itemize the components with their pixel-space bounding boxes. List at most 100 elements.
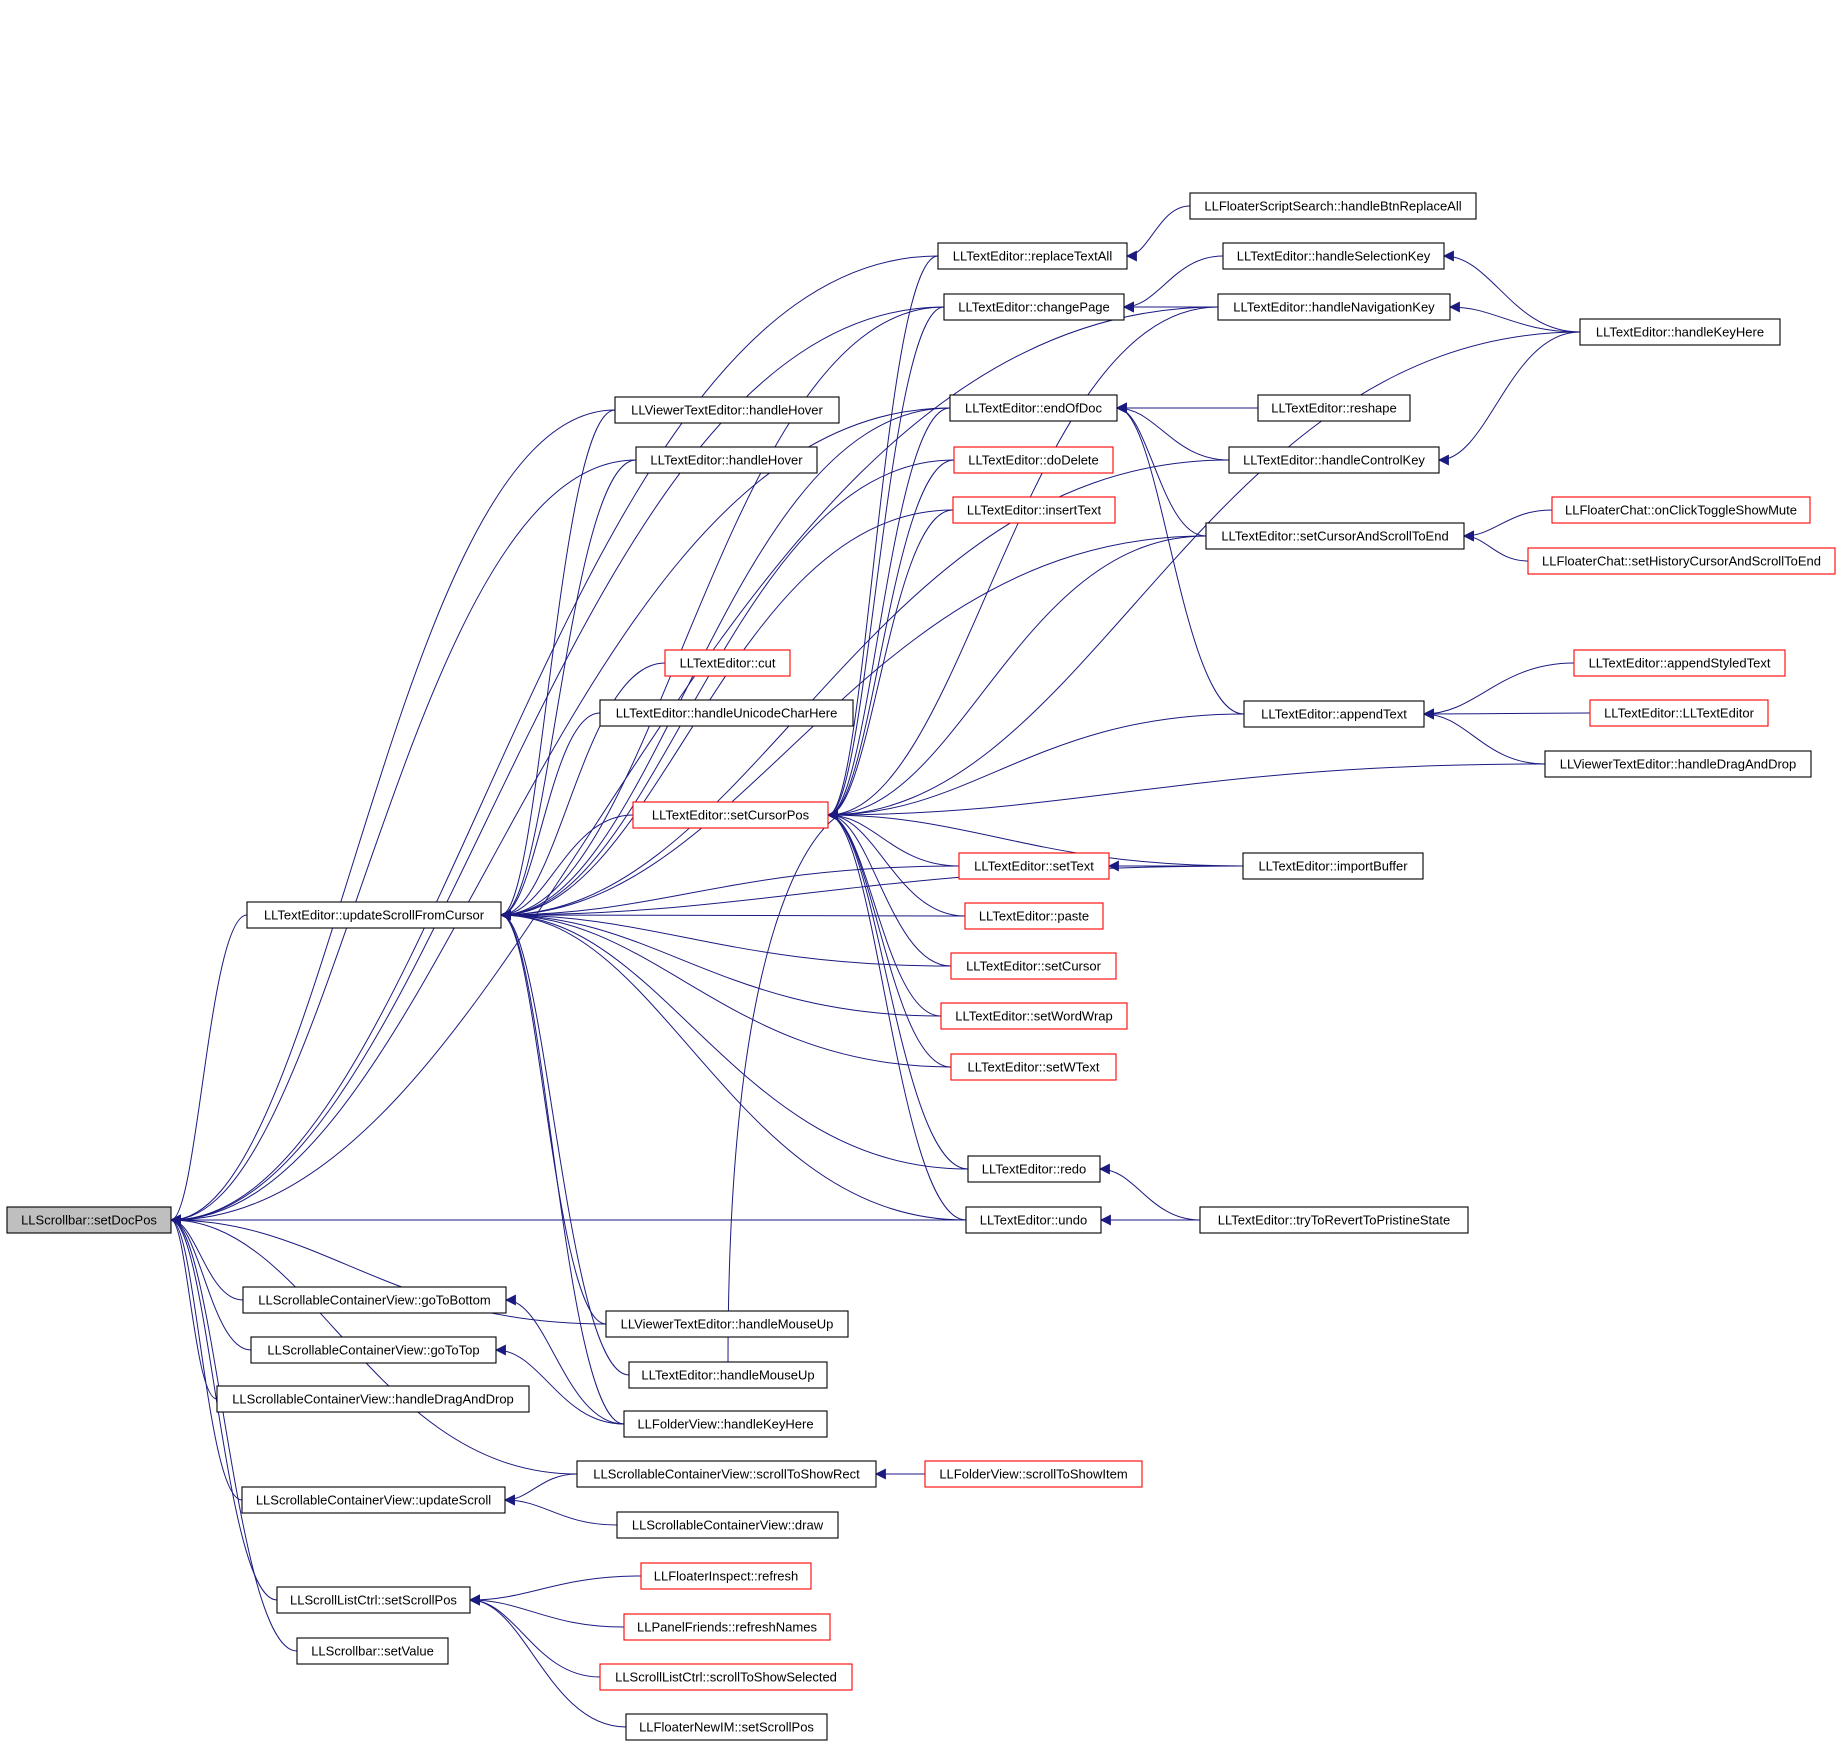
node-scrollToShowItem[interactable]: LLFolderView::scrollToShowItem bbox=[924, 1460, 1143, 1488]
node-box-insertText[interactable] bbox=[952, 496, 1116, 524]
node-fvHandleKeyHere[interactable]: LLFolderView::handleKeyHere bbox=[623, 1410, 828, 1438]
node-box-paste[interactable] bbox=[964, 902, 1104, 930]
node-box-fnimSetScrollPos[interactable] bbox=[625, 1713, 828, 1741]
node-vteHandleMouseUp[interactable]: LLViewerTextEditor::handleMouseUp bbox=[605, 1310, 849, 1338]
node-box-setValue[interactable] bbox=[296, 1637, 449, 1665]
node-scrollToShowSelected[interactable]: LLScrollListCtrl::scrollToShowSelected bbox=[599, 1663, 853, 1691]
node-box-ctor[interactable] bbox=[1589, 699, 1769, 727]
node-goToBottom[interactable]: LLScrollableContainerView::goToBottom bbox=[242, 1286, 507, 1314]
node-setScrollPos[interactable]: LLScrollListCtrl::setScrollPos bbox=[276, 1586, 471, 1614]
node-box-setText[interactable] bbox=[958, 852, 1110, 880]
node-box-goToBottom[interactable] bbox=[242, 1286, 507, 1314]
node-importBuffer[interactable]: LLTextEditor::importBuffer bbox=[1242, 852, 1424, 880]
node-setValue[interactable]: LLScrollbar::setValue bbox=[296, 1637, 449, 1665]
node-updateScrollFromCursor[interactable]: LLTextEditor::updateScrollFromCursor bbox=[246, 901, 502, 929]
node-box-reshape[interactable] bbox=[1257, 394, 1411, 422]
node-box-handleNavigationKey[interactable] bbox=[1217, 293, 1451, 321]
node-appendText[interactable]: LLTextEditor::appendText bbox=[1243, 700, 1425, 728]
node-scvHandleDragAndDrop[interactable]: LLScrollableContainerView::handleDragAnd… bbox=[216, 1385, 530, 1413]
node-box-vteHandleHover[interactable] bbox=[614, 396, 840, 424]
node-box-teHandleHover[interactable] bbox=[635, 446, 818, 474]
node-box-setCursor[interactable] bbox=[950, 952, 1117, 980]
node-box-scrollToShowRect[interactable] bbox=[576, 1460, 877, 1488]
node-box-changePage[interactable] bbox=[943, 293, 1125, 321]
node-cut[interactable]: LLTextEditor::cut bbox=[664, 649, 791, 677]
node-refreshNames[interactable]: LLPanelFriends::refreshNames bbox=[623, 1613, 831, 1641]
node-box-goToTop[interactable] bbox=[250, 1336, 497, 1364]
node-box-fiRefresh[interactable] bbox=[640, 1562, 812, 1590]
node-vteHandleDragAndDrop[interactable]: LLViewerTextEditor::handleDragAndDrop bbox=[1544, 750, 1812, 778]
node-teHandleMouseUp[interactable]: LLTextEditor::handleMouseUp bbox=[628, 1361, 828, 1389]
node-box-updateScrollFromCursor[interactable] bbox=[246, 901, 502, 929]
node-handleKeyHere[interactable]: LLTextEditor::handleKeyHere bbox=[1579, 318, 1781, 346]
node-box-appendStyledText[interactable] bbox=[1573, 649, 1786, 677]
node-box-setCursorAndScrollToEnd[interactable] bbox=[1205, 522, 1465, 550]
node-doDelete[interactable]: LLTextEditor::doDelete bbox=[953, 446, 1114, 474]
node-redo[interactable]: LLTextEditor::redo bbox=[967, 1155, 1101, 1183]
node-setWordWrap[interactable]: LLTextEditor::setWordWrap bbox=[940, 1002, 1128, 1030]
node-box-updateScroll[interactable] bbox=[241, 1486, 506, 1514]
node-setHistoryCursorAndScrollToEnd[interactable]: LLFloaterChat::setHistoryCursorAndScroll… bbox=[1527, 547, 1836, 575]
node-changePage[interactable]: LLTextEditor::changePage bbox=[943, 293, 1125, 321]
node-box-handleBtnReplaceAll[interactable] bbox=[1189, 192, 1477, 220]
node-box-cut[interactable] bbox=[664, 649, 791, 677]
node-box-handleUnicodeCharHere[interactable] bbox=[599, 699, 854, 727]
node-setCursorPos[interactable]: LLTextEditor::setCursorPos bbox=[632, 801, 829, 829]
node-setCursor[interactable]: LLTextEditor::setCursor bbox=[950, 952, 1117, 980]
node-box-refreshNames[interactable] bbox=[623, 1613, 831, 1641]
node-setWText[interactable]: LLTextEditor::setWText bbox=[950, 1053, 1117, 1081]
node-box-onClickToggleShowMute[interactable] bbox=[1551, 496, 1811, 524]
node-box-tryToRevertToPristineState[interactable] bbox=[1199, 1206, 1469, 1234]
node-onClickToggleShowMute[interactable]: LLFloaterChat::onClickToggleShowMute bbox=[1551, 496, 1811, 524]
node-ctor[interactable]: LLTextEditor::LLTextEditor bbox=[1589, 699, 1769, 727]
node-box-scvDraw[interactable] bbox=[616, 1511, 839, 1539]
node-box-endOfDoc[interactable] bbox=[949, 394, 1118, 422]
node-teHandleHover[interactable]: LLTextEditor::handleHover bbox=[635, 446, 818, 474]
node-box-handleSelectionKey[interactable] bbox=[1222, 242, 1445, 270]
node-scrollToShowRect[interactable]: LLScrollableContainerView::scrollToShowR… bbox=[576, 1460, 877, 1488]
node-box-importBuffer[interactable] bbox=[1242, 852, 1424, 880]
node-scvDraw[interactable]: LLScrollableContainerView::draw bbox=[616, 1511, 839, 1539]
node-box-setDocPos[interactable] bbox=[6, 1206, 172, 1234]
node-box-scrollToShowSelected[interactable] bbox=[599, 1663, 853, 1691]
node-box-undo[interactable] bbox=[965, 1206, 1102, 1234]
node-paste[interactable]: LLTextEditor::paste bbox=[964, 902, 1104, 930]
node-box-setWText[interactable] bbox=[950, 1053, 1117, 1081]
node-box-scvHandleDragAndDrop[interactable] bbox=[216, 1385, 530, 1413]
node-box-fvHandleKeyHere[interactable] bbox=[623, 1410, 828, 1438]
node-box-setWordWrap[interactable] bbox=[940, 1002, 1128, 1030]
node-box-setCursorPos[interactable] bbox=[632, 801, 829, 829]
node-endOfDoc[interactable]: LLTextEditor::endOfDoc bbox=[949, 394, 1118, 422]
node-box-scrollToShowItem[interactable] bbox=[924, 1460, 1143, 1488]
node-handleBtnReplaceAll[interactable]: LLFloaterScriptSearch::handleBtnReplaceA… bbox=[1189, 192, 1477, 220]
node-box-appendText[interactable] bbox=[1243, 700, 1425, 728]
node-insertText[interactable]: LLTextEditor::insertText bbox=[952, 496, 1116, 524]
node-box-handleKeyHere[interactable] bbox=[1579, 318, 1781, 346]
node-updateScroll[interactable]: LLScrollableContainerView::updateScroll bbox=[241, 1486, 506, 1514]
node-box-handleControlKey[interactable] bbox=[1228, 446, 1440, 474]
node-replaceTextAll[interactable]: LLTextEditor::replaceTextAll bbox=[937, 242, 1128, 270]
node-box-teHandleMouseUp[interactable] bbox=[628, 1361, 828, 1389]
node-fnimSetScrollPos[interactable]: LLFloaterNewIM::setScrollPos bbox=[625, 1713, 828, 1741]
node-goToTop[interactable]: LLScrollableContainerView::goToTop bbox=[250, 1336, 497, 1364]
node-box-redo[interactable] bbox=[967, 1155, 1101, 1183]
node-setCursorAndScrollToEnd[interactable]: LLTextEditor::setCursorAndScrollToEnd bbox=[1205, 522, 1465, 550]
node-setDocPos[interactable]: LLScrollbar::setDocPos bbox=[6, 1206, 172, 1234]
node-handleControlKey[interactable]: LLTextEditor::handleControlKey bbox=[1228, 446, 1440, 474]
node-box-setHistoryCursorAndScrollToEnd[interactable] bbox=[1527, 547, 1836, 575]
node-appendStyledText[interactable]: LLTextEditor::appendStyledText bbox=[1573, 649, 1786, 677]
node-handleSelectionKey[interactable]: LLTextEditor::handleSelectionKey bbox=[1222, 242, 1445, 270]
node-setText[interactable]: LLTextEditor::setText bbox=[958, 852, 1110, 880]
node-tryToRevertToPristineState[interactable]: LLTextEditor::tryToRevertToPristineState bbox=[1199, 1206, 1469, 1234]
node-vteHandleHover[interactable]: LLViewerTextEditor::handleHover bbox=[614, 396, 840, 424]
node-box-doDelete[interactable] bbox=[953, 446, 1114, 474]
node-handleNavigationKey[interactable]: LLTextEditor::handleNavigationKey bbox=[1217, 293, 1451, 321]
node-reshape[interactable]: LLTextEditor::reshape bbox=[1257, 394, 1411, 422]
node-box-vteHandleMouseUp[interactable] bbox=[605, 1310, 849, 1338]
node-box-vteHandleDragAndDrop[interactable] bbox=[1544, 750, 1812, 778]
node-box-replaceTextAll[interactable] bbox=[937, 242, 1128, 270]
node-handleUnicodeCharHere[interactable]: LLTextEditor::handleUnicodeCharHere bbox=[599, 699, 854, 727]
node-fiRefresh[interactable]: LLFloaterInspect::refresh bbox=[640, 1562, 812, 1590]
node-box-setScrollPos[interactable] bbox=[276, 1586, 471, 1614]
node-undo[interactable]: LLTextEditor::undo bbox=[965, 1206, 1102, 1234]
